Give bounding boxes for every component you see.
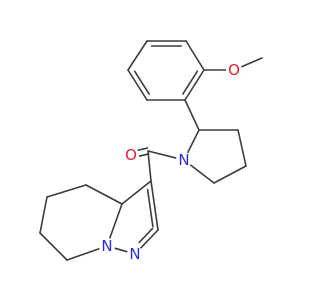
bond	[127, 40, 148, 71]
bond	[147, 150, 152, 182]
molecule-structure: O O N N N	[39, 40, 263, 263]
bond	[133, 70, 150, 95]
bond	[39, 232, 68, 261]
bond-layer	[39, 40, 263, 261]
atom-label-N-bridge: N	[101, 237, 112, 255]
bond	[85, 184, 123, 205]
bond	[138, 227, 154, 244]
atom-label-O-carbonyl: O	[125, 146, 137, 164]
bond	[66, 247, 101, 261]
atom-O-methoxy: O	[226, 61, 242, 79]
bond	[147, 150, 178, 159]
atom-label-N-pyrrolidine: N	[178, 151, 189, 169]
atom-O-carbonyl: O	[123, 146, 139, 164]
bond	[184, 99, 200, 131]
bond	[213, 165, 247, 184]
bond	[150, 180, 159, 231]
bond	[185, 40, 205, 71]
bond	[138, 153, 150, 157]
bond	[121, 180, 152, 205]
bond	[108, 203, 123, 240]
atom-label-O-methoxy: O	[228, 61, 240, 79]
atom-N-bridge: N	[99, 237, 115, 255]
atom-N-pyrrolidine: N	[176, 151, 192, 169]
bond	[137, 147, 149, 152]
bond	[127, 69, 148, 101]
bond	[184, 69, 205, 101]
bond	[237, 129, 247, 167]
bond	[182, 70, 199, 95]
bond	[146, 188, 154, 228]
atom-label-N-pyrazole: N	[129, 245, 140, 263]
atom-label-layer: O O N N N	[99, 61, 242, 263]
bond	[240, 57, 263, 68]
bond	[46, 184, 87, 198]
atom-N-pyrazole: N	[127, 245, 143, 263]
bond	[186, 129, 200, 154]
bond	[39, 196, 48, 234]
bond	[113, 247, 129, 253]
bond	[139, 229, 159, 250]
bond	[189, 164, 215, 184]
